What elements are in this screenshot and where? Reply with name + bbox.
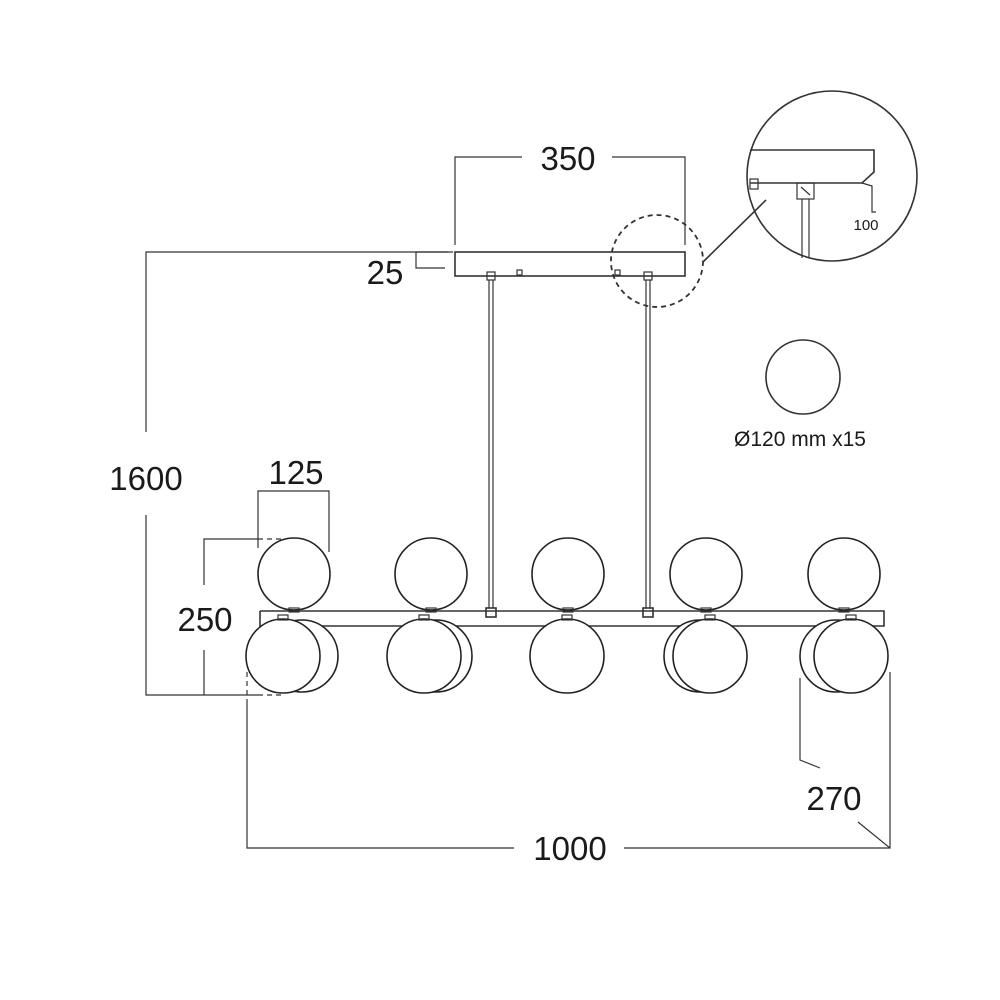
dim-fixture-height-label: 250 bbox=[177, 601, 232, 638]
detail-offset-label: 100 bbox=[853, 217, 878, 234]
dim-fixture-height: 250 bbox=[177, 538, 282, 696]
dim-globe-spacing: 125 bbox=[257, 454, 330, 552]
globe-front-5 bbox=[813, 618, 889, 694]
globe-front-2 bbox=[386, 618, 462, 694]
detail-leader-line bbox=[702, 199, 767, 263]
globe-back-4 bbox=[669, 537, 743, 611]
dim-depth: 270 bbox=[799, 678, 891, 849]
dim-canopy-height-label: 25 bbox=[367, 254, 404, 291]
globe-front-4 bbox=[672, 618, 748, 694]
dim-canopy-width: 350 bbox=[454, 140, 686, 245]
globe-back-3 bbox=[531, 537, 605, 611]
detail-magnified-view: 100 bbox=[746, 90, 918, 262]
dim-total-length: 1000 bbox=[246, 672, 891, 867]
suspension-rods bbox=[485, 280, 654, 618]
dim-globe-spacing-label: 125 bbox=[268, 454, 323, 491]
dim-total-height-label: 1600 bbox=[109, 460, 182, 497]
back-row-globes bbox=[257, 537, 881, 613]
globe-spec-callout: Ø120 mm x15 bbox=[734, 339, 866, 451]
dim-canopy-width-label: 350 bbox=[540, 140, 595, 177]
globe-spec-icon bbox=[765, 339, 841, 415]
horizontal-bar bbox=[259, 610, 885, 627]
globe-back-2 bbox=[394, 537, 468, 611]
ceiling-canopy bbox=[454, 251, 686, 281]
front-row-globes bbox=[245, 614, 889, 694]
globe-front-1 bbox=[245, 618, 321, 694]
globe-back-1 bbox=[257, 537, 331, 611]
dim-depth-label: 270 bbox=[806, 780, 861, 817]
dim-total-height: 1600 bbox=[109, 251, 448, 696]
detail-callout-circle bbox=[610, 214, 704, 308]
globe-front-3 bbox=[529, 618, 605, 694]
dim-total-length-label: 1000 bbox=[533, 830, 606, 867]
dim-canopy-height: 25 bbox=[367, 251, 453, 291]
globe-back-5 bbox=[807, 537, 881, 611]
globe-spec-label: Ø120 mm x15 bbox=[734, 428, 866, 451]
